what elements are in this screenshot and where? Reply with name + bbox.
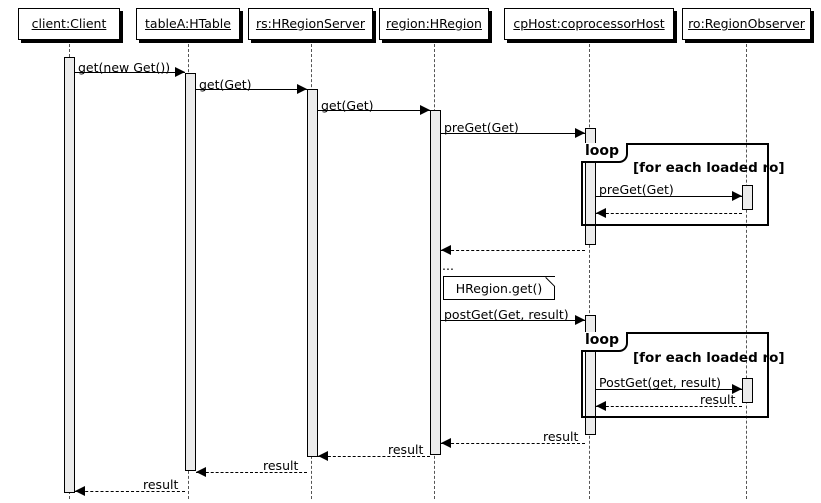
message-line-m9 — [596, 389, 742, 390]
message-arrowhead-left — [196, 467, 206, 477]
message-arrowhead-right — [420, 105, 430, 115]
lifeline-cpHost — [589, 44, 590, 499]
participant-ro[interactable]: ro:RegionObserver — [682, 8, 811, 40]
message-arrowhead-right — [575, 128, 585, 138]
participant-cpHost[interactable]: cpHost:coprocessorHost — [504, 8, 674, 40]
message-arrowhead-left — [441, 438, 451, 448]
message-label-m12: result — [388, 442, 424, 457]
fragment-loop — [581, 143, 769, 226]
message-line-m12 — [318, 456, 430, 457]
lifeline-ro — [746, 44, 747, 499]
message-line-m2 — [196, 89, 307, 90]
participant-label: cpHost:coprocessorHost — [513, 15, 665, 31]
message-line-m1 — [75, 72, 185, 73]
message-arrowhead-left — [441, 245, 451, 255]
message-label-m4: preGet(Get) — [444, 120, 519, 135]
message-label-m14: result — [143, 477, 179, 492]
message-label-m2: get(Get) — [199, 77, 252, 92]
message-line-m7 — [441, 250, 585, 251]
participant-tableA[interactable]: tableA:HTable — [136, 8, 240, 40]
message-line-m10 — [596, 406, 742, 407]
fragment-operator-label: loop — [581, 143, 629, 163]
message-arrowhead-right — [575, 315, 585, 325]
message-arrowhead-right — [732, 191, 742, 201]
message-arrowhead-right — [175, 67, 185, 77]
message-arrowhead-right — [732, 384, 742, 394]
participant-client[interactable]: client:Client — [18, 8, 120, 40]
participant-label: ro:RegionObserver — [688, 15, 805, 31]
message-line-m8 — [441, 320, 585, 321]
participant-rs[interactable]: rs:HRegionServer — [248, 8, 373, 40]
note-note-hregion-get: HRegion.get() — [443, 276, 555, 300]
message-line-m4 — [441, 133, 585, 134]
message-line-m5 — [596, 196, 742, 197]
activation-bar-tableA — [185, 73, 196, 471]
message-arrowhead-left — [75, 486, 85, 496]
message-line-m3 — [318, 110, 430, 111]
note-text: HRegion.get() — [455, 280, 543, 296]
participant-label: rs:HRegionServer — [255, 15, 366, 31]
activation-bar-rs — [307, 89, 318, 457]
message-line-m11 — [441, 443, 585, 444]
message-label-m11: result — [543, 429, 579, 444]
activation-bar-cpHost — [585, 315, 596, 435]
participant-label: region:HRegion — [386, 15, 482, 31]
message-label-m5: preGet(Get) — [599, 182, 674, 197]
participant-region[interactable]: region:HRegion — [379, 8, 489, 40]
note-fold-corner — [546, 277, 555, 286]
message-arrowhead-right — [297, 84, 307, 94]
message-label-m9: PostGet(get, result) — [599, 375, 722, 390]
fragment-guard-label: [for each loaded ro] — [633, 350, 785, 366]
ellipsis-mark: ... — [442, 258, 454, 273]
fragment-operator-label: loop — [581, 332, 629, 352]
message-line-m13 — [196, 472, 307, 473]
activation-bar-region — [430, 110, 441, 455]
message-label-m1: get(new Get()) — [78, 60, 171, 75]
message-label-m10: result — [700, 392, 736, 407]
message-arrowhead-left — [596, 401, 606, 411]
message-line-m14 — [75, 491, 185, 492]
message-label-m13: result — [263, 458, 299, 473]
fragment-loop — [581, 332, 769, 418]
activation-bar-client — [64, 57, 75, 493]
message-label-m8: postGet(Get, result) — [444, 307, 569, 322]
fragment-guard-label: [for each loaded ro] — [633, 160, 785, 176]
participant-label: tableA:HTable — [145, 15, 231, 31]
message-arrowhead-left — [596, 208, 606, 218]
message-label-m3: get(Get) — [321, 98, 374, 113]
message-arrowhead-left — [318, 451, 328, 461]
activation-bar-ro — [742, 185, 753, 210]
message-line-m6 — [596, 213, 742, 214]
activation-bar-cpHost — [585, 128, 596, 245]
participant-label: client:Client — [31, 15, 107, 31]
activation-bar-ro — [742, 378, 753, 403]
